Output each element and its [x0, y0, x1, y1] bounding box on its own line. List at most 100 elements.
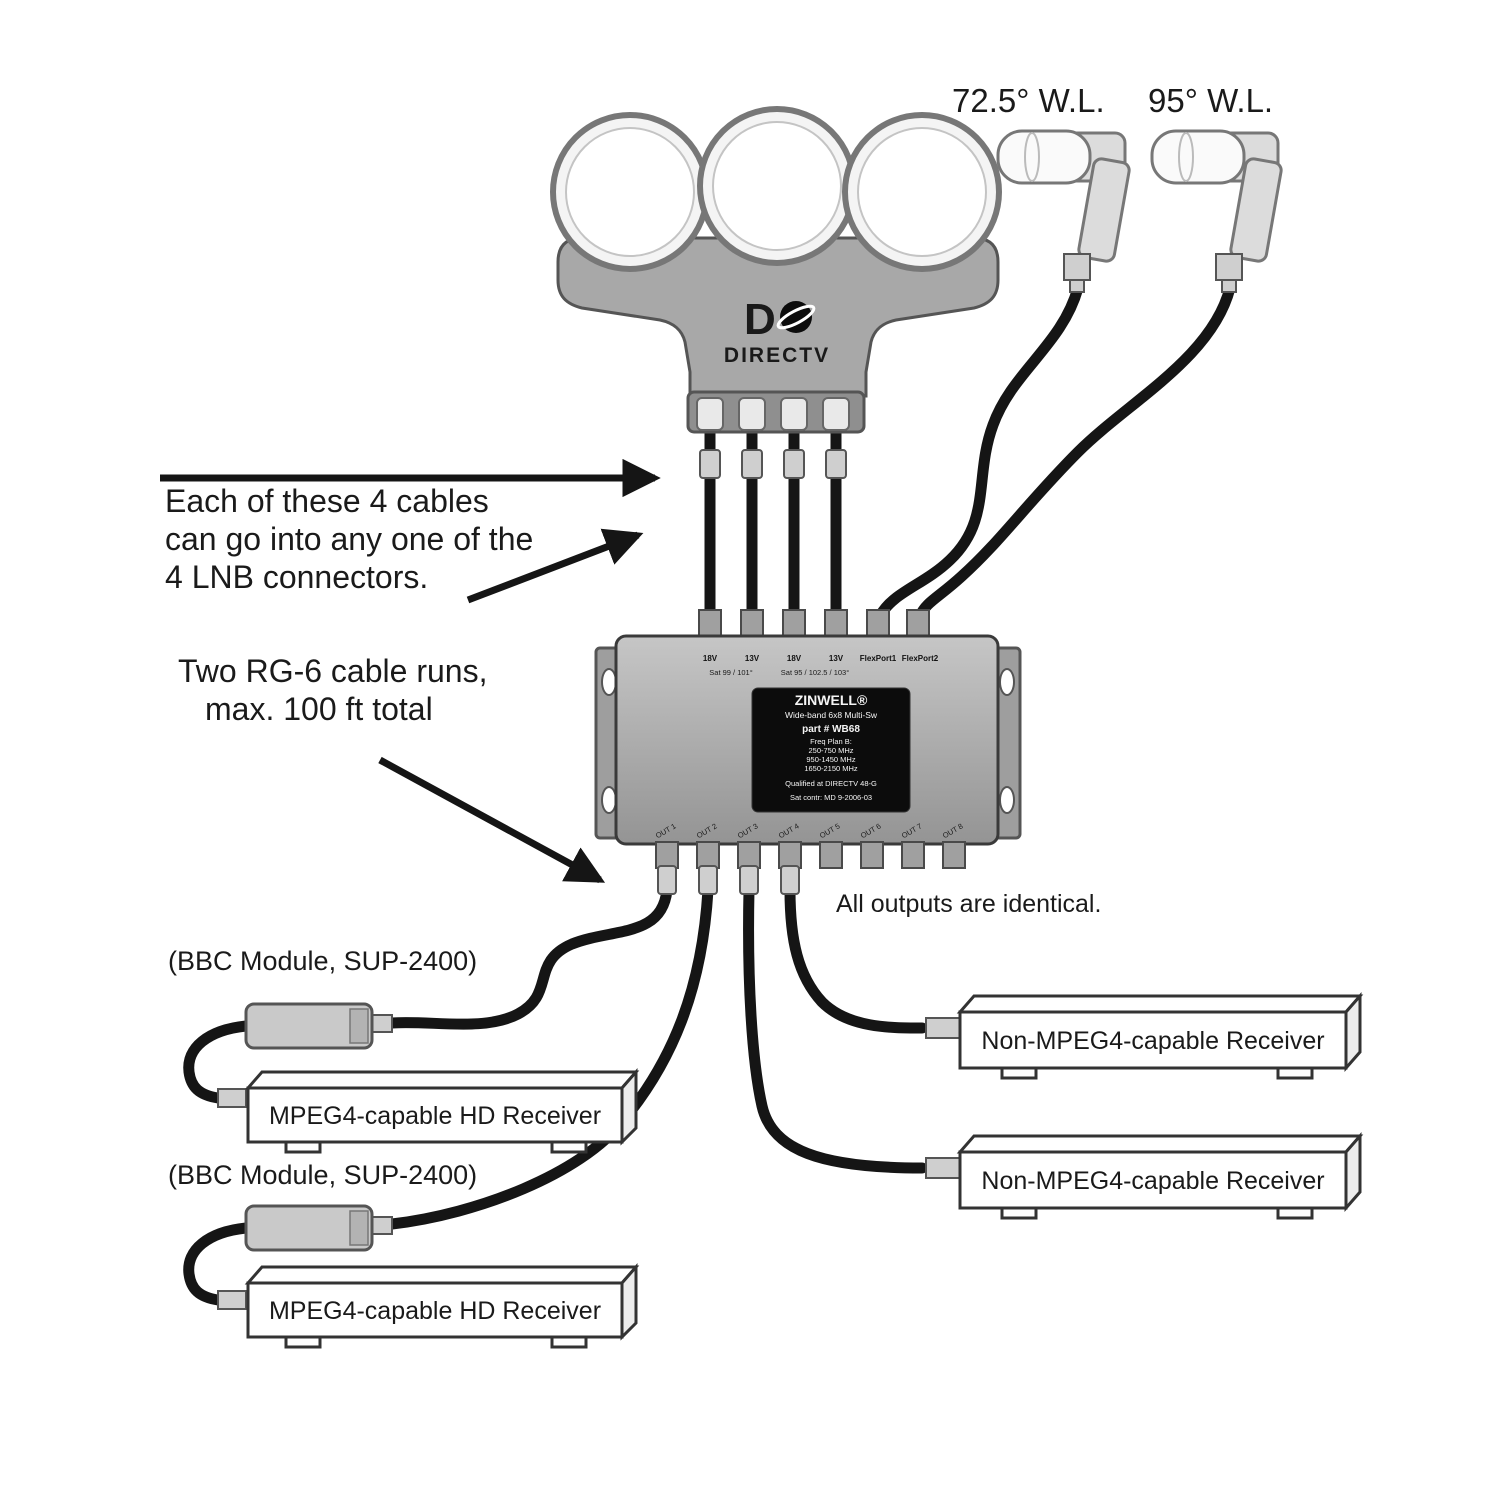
output-cable-1: [386, 884, 673, 1030]
mount-hole: [999, 668, 1015, 696]
annotations: Each of these 4 cables can go into any o…: [160, 458, 1101, 918]
plate-brand: ZINWELL®: [795, 692, 868, 708]
receiver-top-face: [244, 1070, 640, 1090]
receiver-foot: [284, 1140, 322, 1154]
bbc-module-1-label: (BBC Module, SUP-2400): [168, 946, 477, 976]
receiver-front-face: [246, 1281, 624, 1339]
bbc-module-2: [183, 1204, 393, 1310]
receiver-foot: [550, 1335, 588, 1349]
lnb-72-connector: [1063, 253, 1091, 281]
lnb-72-feedhorn: [996, 129, 1092, 185]
rg6-note-line2: max. 100 ft total: [205, 691, 433, 727]
receiver-front-face: [958, 1010, 1348, 1070]
mpeg4-receiver-1-label: MPEG4-capable HD Receiver: [269, 1102, 601, 1130]
lnb-95-feedhorn: [1150, 129, 1246, 185]
output-port-3: [737, 841, 761, 869]
multiswitch: 18V 13V 18V 13V FlexPort1 FlexPort2 Sat …: [594, 609, 1022, 895]
non-mpeg4-receiver-1: Non-MPEG4-capable Receiver: [925, 992, 1364, 1080]
arrow-to-cables-2: [466, 528, 644, 604]
output-f-connector-4: [780, 865, 800, 895]
output-f-connector-1: [657, 865, 677, 895]
lnb-72-connector-tip: [1069, 279, 1085, 293]
directv-brand-text: DIRECTV: [724, 344, 830, 367]
mount-hole: [601, 668, 617, 696]
receiver-foot: [1276, 1206, 1314, 1220]
non-mpeg4-receiver-2: Non-MPEG4-capable Receiver: [925, 1132, 1364, 1220]
plate-line: Wide-band 6x8 Multi-Sw: [785, 710, 878, 720]
receiver-foot: [1276, 1066, 1314, 1080]
lnb-72-arm-lower: [1077, 157, 1131, 263]
lnb-dish-1-inner: [565, 127, 695, 257]
lnb-95-assembly: 95° W.L.: [1148, 82, 1283, 293]
multiswitch-label-plate: [751, 687, 911, 813]
receiver-front-face: [958, 1150, 1348, 1210]
receiver-foot: [550, 1140, 588, 1154]
cable-lnb-72: [874, 282, 1084, 622]
lnb-connector-1: [696, 397, 724, 431]
output-port-2: [696, 841, 720, 869]
input-sat-label-1: Sat 99 / 101°: [709, 668, 752, 677]
arrow-to-output: [378, 756, 606, 884]
receiver-foot: [1000, 1206, 1038, 1220]
lnb-95-label: 95° W.L.: [1148, 82, 1273, 119]
output-cable-4: [784, 884, 928, 1034]
input-label-3: 18V: [787, 654, 802, 663]
bbc-module-2-label: (BBC Module, SUP-2400): [168, 1160, 477, 1190]
mpeg4-receiver-2: MPEG4-capable HD Receiver: [244, 1263, 640, 1349]
mpeg4-receiver-1: MPEG4-capable HD Receiver: [244, 1068, 640, 1154]
output-port-1: [655, 841, 679, 869]
mount-hole: [601, 786, 617, 814]
bbc-2-end-cap: [349, 1210, 369, 1246]
output-port-5: [819, 841, 843, 869]
output-f-connector-3: [739, 865, 759, 895]
plate-line: 950-1450 MHz: [806, 755, 855, 764]
directv-logo-swoosh: [776, 304, 816, 330]
bbc-2-right-connector: [371, 1216, 393, 1235]
lnb-95-ridge: [1178, 132, 1194, 182]
directv-logo: D DIRECTV: [724, 295, 830, 367]
bbc-2-receiver-connector: [217, 1290, 247, 1310]
input-label-6: FlexPort2: [902, 654, 939, 663]
plate-line: Sat contr: MD 9-2006-03: [790, 793, 872, 802]
bbc-1-end-cap: [349, 1008, 369, 1044]
f-connector: [699, 449, 721, 479]
input-sat-label-2: Sat 95 / 102.5 / 103°: [781, 668, 849, 677]
lnb-connector-2: [738, 397, 766, 431]
lnb-72-assembly: 72.5° W.L.: [952, 82, 1131, 293]
cables-note-line3: 4 LNB connectors.: [165, 559, 428, 595]
input-label-4: 13V: [829, 654, 844, 663]
bbc-1-receiver-connector: [217, 1088, 247, 1108]
directv-logo-globe: [780, 301, 812, 333]
receiver-top-face: [956, 1134, 1364, 1154]
input-label-5: FlexPort1: [860, 654, 897, 663]
lnb-72-label: 72.5° W.L.: [952, 82, 1105, 119]
output-port-6: [860, 841, 884, 869]
receiver-top-face: [244, 1265, 640, 1285]
lnb-72-ridge: [1024, 132, 1040, 182]
rg6-note-line1: Two RG-6 cable runs,: [178, 653, 487, 689]
bbc-1-cable: [183, 1020, 252, 1104]
lnb-connector-4: [822, 397, 850, 431]
plate-line: Qualified at DIRECTV 48-G: [785, 779, 877, 788]
plate-line: Freq Plan B:: [810, 737, 852, 746]
plate-line: 1650-2150 MHz: [804, 764, 858, 773]
output-port-4: [778, 841, 802, 869]
cable-lnb-95: [914, 282, 1236, 622]
lnb-95-connector: [1215, 253, 1243, 281]
outputs-note: All outputs are identical.: [836, 890, 1101, 918]
output-port-8: [942, 841, 966, 869]
lnb-connector-3: [780, 397, 808, 431]
directv-lnb-assembly: D DIRECTV: [550, 106, 1002, 434]
non-mpeg4-receiver-1-label: Non-MPEG4-capable Receiver: [981, 1027, 1324, 1055]
lnb-dish-3-inner: [857, 127, 987, 257]
non-mpeg4-receiver-2-label: Non-MPEG4-capable Receiver: [981, 1167, 1324, 1195]
receiver-2-connector: [925, 1157, 961, 1179]
input-label-2: 13V: [745, 654, 760, 663]
receiver-1-connector: [925, 1017, 961, 1039]
receiver-front-face: [246, 1086, 624, 1144]
bbc-2-cable: [183, 1222, 252, 1306]
receiver-foot: [1000, 1066, 1038, 1080]
directv-logo-d: D: [744, 295, 776, 344]
receiver-foot: [284, 1335, 322, 1349]
